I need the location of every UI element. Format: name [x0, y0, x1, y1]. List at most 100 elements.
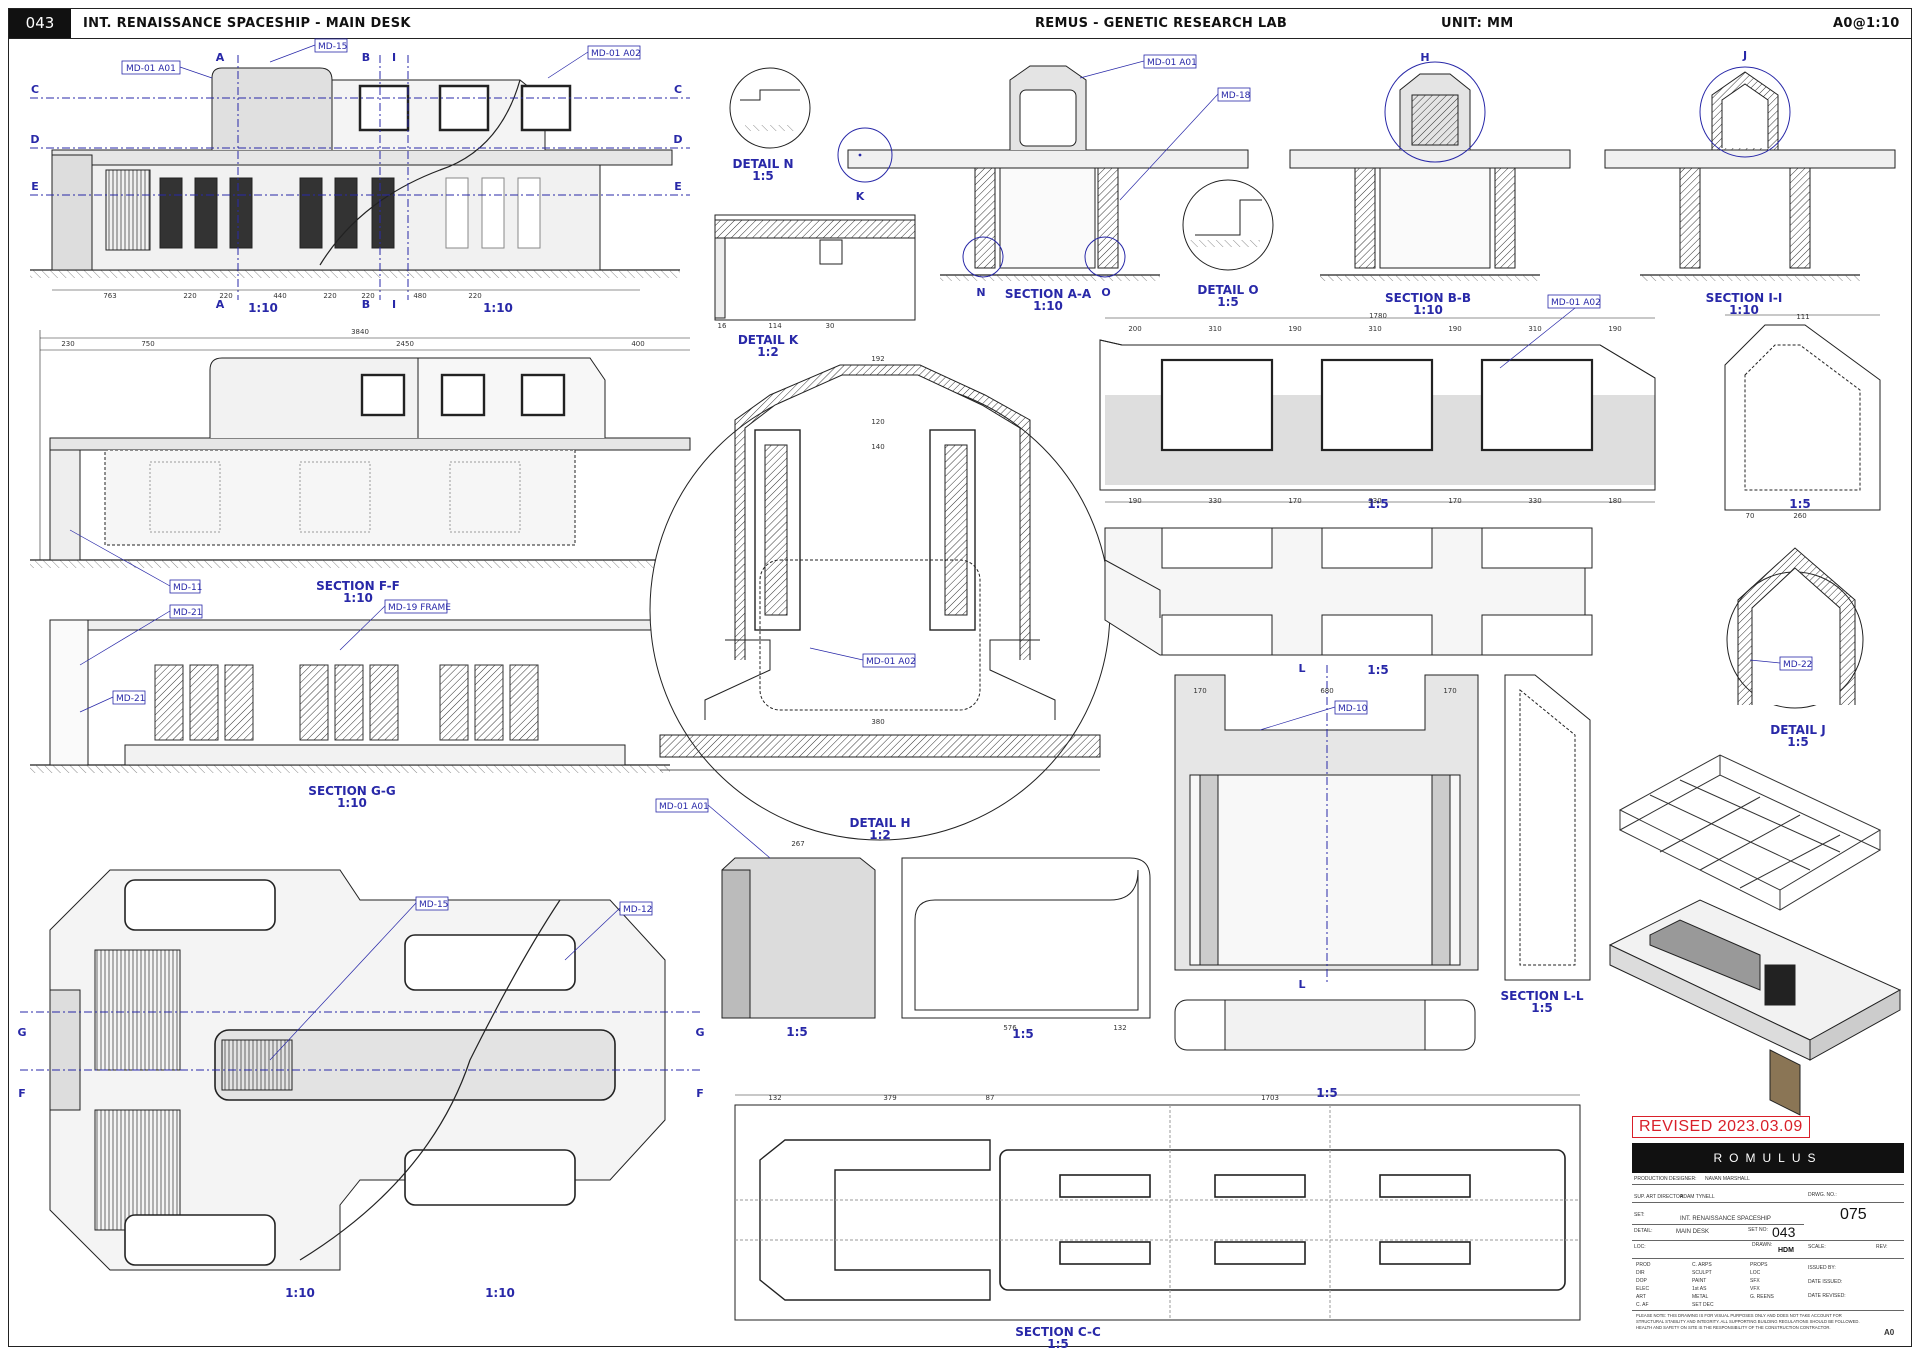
detail-k-view [714, 214, 916, 321]
svg-text:1:10: 1:10 [1033, 299, 1063, 313]
sheet-title: INT. RENAISSANCE SPACESHIP - MAIN DESK [83, 16, 411, 31]
main-elevation-view [30, 55, 690, 300]
svg-text:1:2: 1:2 [757, 345, 779, 359]
sup-art-director: ADAM TYNELL [1680, 1194, 1715, 1200]
rev-label: REV: [1876, 1244, 1888, 1250]
svg-text:E: E [674, 180, 682, 193]
svg-text:70: 70 [1746, 512, 1755, 520]
svg-text:1:5: 1:5 [1789, 497, 1811, 511]
callout-md18: MD-18 [1217, 87, 1251, 102]
svg-text:87: 87 [986, 1094, 995, 1102]
svg-text:B: B [362, 51, 370, 64]
svg-text:267: 267 [791, 840, 804, 848]
scale-label: SCALE: [1808, 1244, 1826, 1250]
callout-md15-b: MD-15 [415, 896, 448, 911]
iso-desk-view [1608, 899, 1902, 1116]
annotation-markers [858, 153, 862, 157]
svg-text:1:10: 1:10 [248, 301, 278, 315]
svg-text:MD-19 FRAME: MD-19 FRAME [388, 603, 451, 613]
svg-text:MD-01 A02: MD-01 A02 [866, 657, 916, 667]
svg-text:MD-15: MD-15 [318, 42, 347, 52]
top-panel-view [1104, 527, 1593, 656]
drawn-label: DRAWN: [1752, 1242, 1773, 1248]
svg-text:MD-11: MD-11 [173, 583, 202, 593]
svg-text:310: 310 [1368, 325, 1381, 333]
callout-md21-a: MD-21 [169, 604, 202, 619]
svg-text:DETAIL O: DETAIL O [1197, 283, 1258, 297]
svg-text:F: F [696, 1087, 704, 1100]
svg-text:MD-10: MD-10 [1338, 704, 1368, 714]
svg-text:I: I [392, 298, 396, 311]
callout-md15-a: MD-15 [314, 38, 347, 53]
svg-text:1:5: 1:5 [1047, 1337, 1069, 1351]
svg-text:MD-01 A02: MD-01 A02 [1551, 298, 1601, 308]
callout-md01a01-c: MD-01 A01 [655, 798, 709, 813]
svg-text:G: G [695, 1026, 704, 1039]
svg-text:200: 200 [1128, 325, 1141, 333]
set-number: 043 [1772, 1224, 1796, 1240]
svg-text:111: 111 [1796, 313, 1809, 321]
svg-text:MD-01 A02: MD-01 A02 [591, 49, 641, 59]
svg-text:L: L [1298, 978, 1305, 991]
unit-label: UNIT: MM [1441, 16, 1514, 31]
callout-md01a02-b: MD-01 A02 [1547, 294, 1601, 309]
callout-md10: MD-10 [1334, 700, 1368, 715]
sheet-number: 043 [9, 9, 71, 38]
detail-label: DETAIL: [1634, 1228, 1653, 1234]
svg-text:1:10: 1:10 [485, 1286, 515, 1300]
svg-text:170: 170 [1288, 497, 1301, 505]
svg-text:G: G [17, 1026, 26, 1039]
project-name: REMUS - GENETIC RESEARCH LAB [1035, 16, 1288, 31]
sheet-header: 043 INT. RENAISSANCE SPACESHIP - MAIN DE… [9, 9, 1911, 39]
svg-text:MD-18: MD-18 [1221, 91, 1251, 101]
iso-frame-view [1618, 754, 1882, 911]
svg-text:H: H [1420, 51, 1429, 64]
plan-view [20, 869, 700, 1271]
svg-text:DETAIL N: DETAIL N [732, 157, 793, 171]
detail-h-view [649, 364, 1111, 841]
callout-leaders [69, 44, 1781, 1061]
svg-text:132: 132 [1113, 1024, 1126, 1032]
svg-text:K: K [856, 190, 865, 203]
detail-name: MAIN DESK [1676, 1229, 1710, 1235]
svg-text:440: 440 [273, 292, 286, 300]
svg-text:A: A [216, 298, 225, 311]
set-label: SET: [1634, 1212, 1645, 1218]
svg-text:MD-01 A01: MD-01 A01 [1147, 58, 1197, 68]
revised-stamp: REVISED 2023.03.09 [1632, 1116, 1810, 1138]
svg-text:400: 400 [631, 340, 644, 348]
svg-text:1:10: 1:10 [1729, 303, 1759, 317]
svg-text:330: 330 [1208, 497, 1221, 505]
svg-text:230: 230 [61, 340, 74, 348]
svg-text:1:10: 1:10 [1413, 303, 1443, 317]
section-ll-area [1174, 665, 1591, 1051]
tb-col4: ISSUED BY:DATE ISSUED:DATE REVISED: [1808, 1265, 1846, 1299]
callout-md01a02-a: MD-01 A02 [587, 45, 641, 60]
production-designer: NAVAN MARSHALL [1705, 1176, 1750, 1182]
svg-text:MD-01 A01: MD-01 A01 [126, 64, 176, 74]
svg-text:260: 260 [1793, 512, 1806, 520]
svg-text:SECTION F-F: SECTION F-F [316, 579, 400, 593]
svg-text:220: 220 [323, 292, 336, 300]
svg-text:MD-21: MD-21 [173, 608, 202, 618]
svg-text:L: L [1298, 662, 1305, 675]
callout-md01a01-a: MD-01 A01 [121, 60, 181, 75]
svg-text:310: 310 [1208, 325, 1221, 333]
svg-text:763: 763 [103, 292, 116, 300]
svg-text:1:10: 1:10 [285, 1286, 315, 1300]
svg-text:1:2: 1:2 [869, 828, 891, 842]
svg-text:1:5: 1:5 [752, 169, 774, 183]
svg-text:480: 480 [413, 292, 426, 300]
svg-text:1:5: 1:5 [786, 1025, 808, 1039]
svg-text:190: 190 [1288, 325, 1301, 333]
side-profile-view [1724, 314, 1881, 511]
svg-text:2450: 2450 [396, 340, 414, 348]
svg-text:N: N [976, 286, 985, 299]
svg-text:190: 190 [1128, 497, 1141, 505]
drawn-by: HDM [1778, 1247, 1794, 1254]
drawing-number: 075 [1840, 1206, 1867, 1223]
